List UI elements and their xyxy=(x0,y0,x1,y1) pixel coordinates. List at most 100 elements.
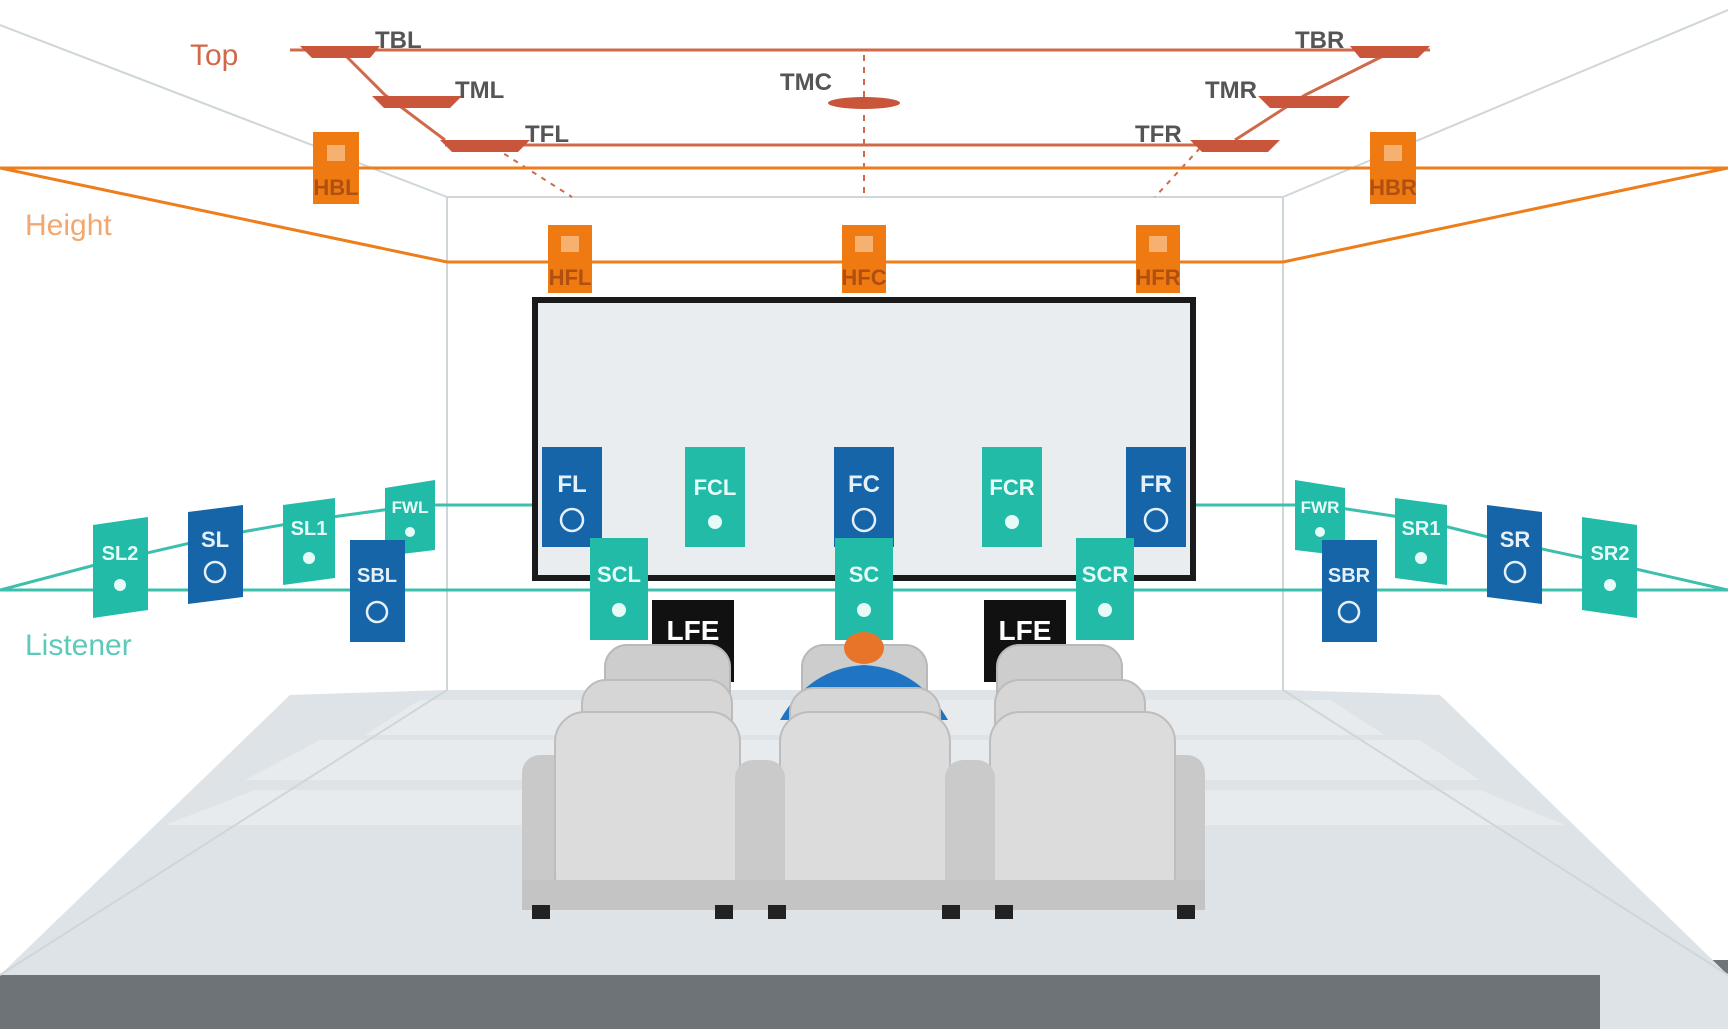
speaker-sr2-dot-icon xyxy=(1604,579,1616,591)
speaker-fcl-box xyxy=(685,447,745,547)
seat-front-divider-right xyxy=(945,760,995,910)
speaker-tml[interactable]: TML xyxy=(372,77,504,108)
speaker-tmr[interactable]: TMR xyxy=(1205,77,1350,108)
speaker-fwr-box xyxy=(1295,480,1345,556)
speaker-tmr-label: TMR xyxy=(1205,77,1257,104)
speaker-sr2[interactable]: SR2 xyxy=(1582,517,1637,618)
top-speakers: TBL TBR TML TMC TMR TFL TFR xyxy=(300,27,1430,152)
speaker-fcr-dot-icon xyxy=(1005,515,1019,529)
speaker-tfl[interactable]: TFL xyxy=(440,121,569,152)
speaker-sl1-box xyxy=(283,498,335,585)
seat-foot-1 xyxy=(532,905,550,919)
seat-foot-6 xyxy=(1177,905,1195,919)
speaker-sr-box xyxy=(1487,505,1542,604)
speaker-sc-label: SC xyxy=(849,562,880,587)
speaker-tfl-plate xyxy=(440,140,530,152)
speaker-hfl-driver-icon xyxy=(561,236,579,252)
speaker-tbl-label: TBL xyxy=(375,27,422,54)
speaker-scl[interactable]: SCL xyxy=(590,538,648,640)
seat-foot-4 xyxy=(942,905,960,919)
speaker-fcl[interactable]: FCL xyxy=(685,447,745,547)
speaker-hbr[interactable]: HBR xyxy=(1369,132,1417,204)
speaker-fcl-dot-icon xyxy=(708,515,722,529)
speaker-sc-dot-icon xyxy=(857,603,871,617)
speaker-hbl[interactable]: HBL xyxy=(313,132,359,204)
speaker-tbr-label: TBR xyxy=(1295,27,1344,54)
speaker-sl1[interactable]: SL1 xyxy=(283,498,335,585)
speaker-sr1-label: SR1 xyxy=(1402,518,1441,540)
speaker-sbl-box xyxy=(350,540,405,642)
speaker-tml-label: TML xyxy=(455,77,504,104)
speaker-fl-label: FL xyxy=(557,471,586,498)
speaker-fr-circle-icon xyxy=(1143,507,1169,533)
speaker-sl-label: SL xyxy=(201,527,229,552)
speaker-tbr-plate xyxy=(1350,46,1430,58)
speaker-sbl-circle-icon xyxy=(365,600,389,624)
speaker-hbr-box xyxy=(1370,132,1416,204)
speaker-tbr[interactable]: TBR xyxy=(1295,27,1430,58)
layer-label-top: Top xyxy=(190,39,238,72)
speaker-sr1-dot-icon xyxy=(1415,552,1427,564)
speaker-hfc-label: HFC xyxy=(841,265,886,290)
speaker-tmr-plate xyxy=(1258,96,1350,108)
speaker-scr-label: SCR xyxy=(1082,562,1129,587)
speaker-scr[interactable]: SCR xyxy=(1076,538,1134,640)
speaker-hfr[interactable]: HFR xyxy=(1135,225,1181,293)
speaker-tfr[interactable]: TFR xyxy=(1135,121,1280,152)
speaker-fcr[interactable]: FCR xyxy=(982,447,1042,547)
speaker-scr-dot-icon xyxy=(1098,603,1112,617)
speaker-sl2-box xyxy=(93,517,148,618)
speaker-sbl[interactable]: SBL xyxy=(350,540,405,642)
speaker-fwr[interactable]: FWR xyxy=(1295,480,1345,556)
speaker-sr1-box xyxy=(1395,498,1447,585)
speaker-sl1-label: SL1 xyxy=(291,518,328,540)
speaker-sl-box xyxy=(188,505,243,604)
speaker-scr-box xyxy=(1076,538,1134,640)
speaker-fwr-label: FWR xyxy=(1301,498,1340,517)
speaker-sr[interactable]: SR xyxy=(1487,505,1542,604)
ceiling-right-edge xyxy=(1282,9,1728,198)
listener-head xyxy=(844,632,884,664)
speaker-fr-label: FR xyxy=(1140,471,1172,498)
height-speakers: HBL HBR HFL HFC HFR xyxy=(313,132,1417,293)
floor-edge xyxy=(0,975,1600,1029)
speaker-sc[interactable]: SC xyxy=(835,538,893,640)
speaker-fcr-label: FCR xyxy=(989,475,1034,500)
speaker-sl2[interactable]: SL2 xyxy=(93,517,148,618)
seat-front-divider-left xyxy=(735,760,785,910)
speaker-hfc[interactable]: HFC xyxy=(841,225,887,293)
speaker-fwl[interactable]: FWL xyxy=(385,480,435,556)
speaker-hfl[interactable]: HFL xyxy=(548,225,592,293)
speaker-scl-box xyxy=(590,538,648,640)
speaker-fc[interactable]: FC xyxy=(834,447,894,547)
seating xyxy=(522,632,1205,919)
floor-right-edge xyxy=(1282,689,1728,976)
speaker-sl-circle-icon xyxy=(203,560,227,584)
speaker-sr-label: SR xyxy=(1500,527,1531,552)
speaker-fl[interactable]: FL xyxy=(542,447,602,547)
speaker-sl2-dot-icon xyxy=(114,579,126,591)
speaker-tfl-label: TFL xyxy=(525,121,569,148)
speaker-tfr-plate xyxy=(1190,140,1280,152)
seat-front-left xyxy=(554,711,741,908)
speaker-hbl-driver-icon xyxy=(327,145,345,161)
speaker-fr[interactable]: FR xyxy=(1126,447,1186,547)
speaker-tmc[interactable]: TMC xyxy=(780,69,900,109)
seat-foot-5 xyxy=(995,905,1013,919)
layer-label-height: Height xyxy=(25,209,112,242)
speaker-scl-dot-icon xyxy=(612,603,626,617)
speaker-fl-circle-icon xyxy=(559,507,585,533)
top-layer-lines xyxy=(290,48,1430,147)
floor-left-edge xyxy=(0,689,448,976)
subwoofer-lfe-left-label: LFE xyxy=(667,615,720,646)
speaker-sbr-circle-icon xyxy=(1337,600,1361,624)
listener-speakers: FL FCL FC FCR FR SCL xyxy=(93,447,1637,642)
speaker-sr1[interactable]: SR1 xyxy=(1395,498,1447,585)
seat-foot-3 xyxy=(768,905,786,919)
speaker-sl[interactable]: SL xyxy=(188,505,243,604)
speaker-tfr-label: TFR xyxy=(1135,121,1182,148)
seat-front-right xyxy=(989,711,1176,908)
speaker-sr-circle-icon xyxy=(1503,560,1527,584)
speaker-tbl[interactable]: TBL xyxy=(300,27,422,58)
speaker-sbr[interactable]: SBR xyxy=(1322,540,1377,642)
